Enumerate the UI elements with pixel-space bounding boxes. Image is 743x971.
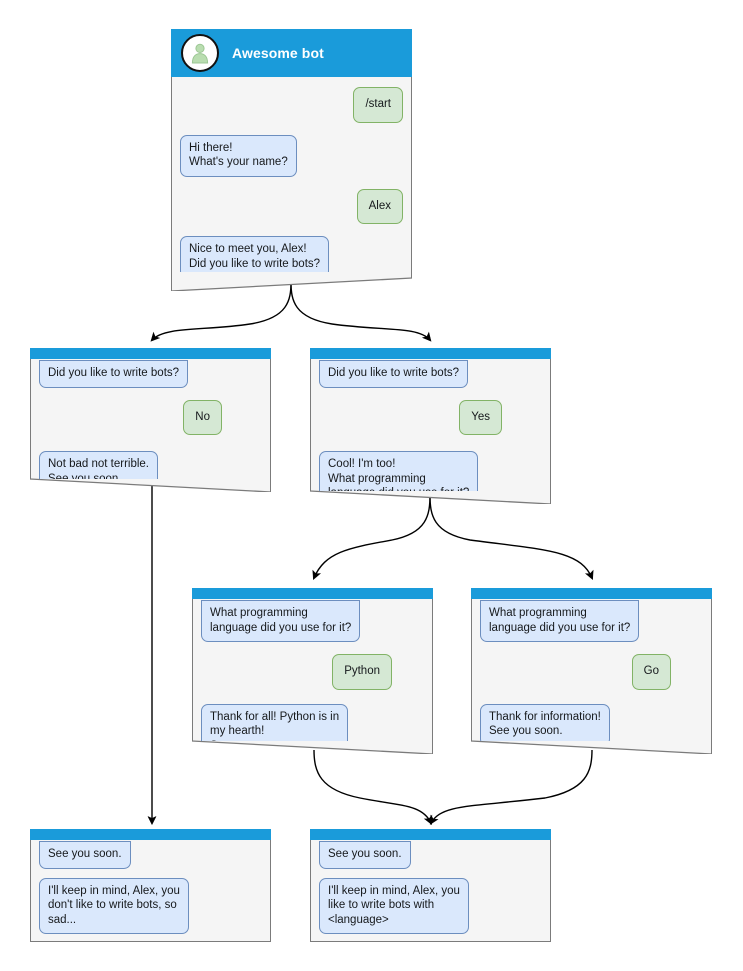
message-row: What programming language did you use fo… (201, 600, 424, 642)
node-end-happy-chat: See you soon. I'll keep in mind, Alex, y… (310, 840, 551, 934)
message-row: Thank for information! See you soon. (480, 703, 703, 741)
edge-yes-to-python (312, 494, 431, 581)
bot-message-bubble: Cool! I'm too! What programming language… (319, 451, 479, 491)
bot-message-bubble: Hi there! What's your name? (180, 134, 297, 177)
bot-message-bubble: Did you like to write bots? (319, 360, 469, 388)
message-row: /start (180, 87, 403, 123)
message-row: Hi there! What's your name? (180, 134, 403, 177)
person-avatar-icon (181, 34, 219, 72)
message-row: Cool! I'm too! What programming language… (319, 451, 542, 491)
user-message-bubble: No (183, 399, 222, 435)
node-go-branch-screen: What programming language did you use fo… (471, 588, 712, 741)
message-row: See you soon. (319, 841, 542, 869)
node-python-branch-chat: What programming language did you use fo… (192, 599, 433, 741)
bot-message-bubble: I'll keep in mind, Alex, you like to wri… (319, 877, 469, 934)
node-python-branch[interactable]: What programming language did you use fo… (192, 588, 433, 754)
node-root[interactable]: Awesome bot /start Hi there! What's your… (171, 29, 412, 291)
node-end-sad-chat: See you soon. I'll keep in mind, Alex, y… (30, 840, 271, 934)
node-end-happy-screen: See you soon. I'll keep in mind, Alex, y… (310, 829, 551, 941)
bot-message-bubble: Did you like to write bots? (39, 360, 189, 388)
node-no-branch[interactable]: Did you like to write bots? No Not bad n… (30, 348, 271, 492)
message-row: Nice to meet you, Alex! Did you like to … (180, 236, 403, 272)
edge-yes-to-go (429, 494, 594, 581)
node-no-branch-screen: Did you like to write bots? No Not bad n… (30, 348, 271, 479)
bot-message-bubble: Nice to meet you, Alex! Did you like to … (180, 236, 330, 272)
bot-message-bubble: What programming language did you use fo… (480, 600, 640, 642)
node-go-branch-header (471, 588, 712, 599)
message-row: No (39, 399, 262, 435)
node-end-sad-header (30, 829, 271, 840)
message-row: Yes (319, 399, 542, 435)
node-root-screen: Awesome bot /start Hi there! What's your… (171, 29, 412, 272)
user-message-bubble: Yes (459, 399, 502, 435)
message-row: I'll keep in mind, Alex, you like to wri… (319, 877, 542, 934)
bot-message-bubble: See you soon. (39, 841, 131, 869)
message-row: Not bad not terrible. See you soon. (39, 451, 262, 479)
message-row: Python (201, 654, 424, 690)
user-message-bubble: /start (353, 87, 403, 123)
node-yes-branch-screen: Did you like to write bots? Yes Cool! I'… (310, 348, 551, 491)
node-yes-branch-header (310, 348, 551, 359)
node-end-sad[interactable]: See you soon. I'll keep in mind, Alex, y… (30, 829, 271, 942)
node-yes-branch[interactable]: Did you like to write bots? Yes Cool! I'… (310, 348, 551, 504)
user-message-bubble: Python (332, 654, 392, 690)
node-no-branch-header (30, 348, 271, 359)
node-go-branch-chat: What programming language did you use fo… (471, 599, 712, 741)
node-root-chat: /start Hi there! What's your name? Alex … (171, 77, 412, 272)
node-end-sad-screen: See you soon. I'll keep in mind, Alex, y… (30, 829, 271, 941)
bot-message-bubble: Thank for all! Python is in my hearth! S… (201, 703, 349, 741)
message-row: Go (480, 654, 703, 690)
node-root-title: Awesome bot (232, 45, 324, 61)
node-python-branch-screen: What programming language did you use fo… (192, 588, 433, 741)
node-yes-branch-chat: Did you like to write bots? Yes Cool! I'… (310, 359, 551, 491)
message-row: Alex (180, 188, 403, 224)
message-row: Did you like to write bots? (319, 360, 542, 388)
message-row: What programming language did you use fo… (480, 600, 703, 642)
message-row: Did you like to write bots? (39, 360, 262, 388)
bot-message-bubble: Not bad not terrible. See you soon. (39, 451, 159, 479)
user-message-bubble: Alex (356, 188, 403, 224)
message-row: Thank for all! Python is in my hearth! S… (201, 703, 424, 741)
node-python-branch-header (192, 588, 433, 599)
bot-message-bubble: Thank for information! See you soon. (480, 703, 610, 741)
node-go-branch[interactable]: What programming language did you use fo… (471, 588, 712, 754)
bot-message-bubble: I'll keep in mind, Alex, you don't like … (39, 877, 189, 934)
node-no-branch-chat: Did you like to write bots? No Not bad n… (30, 359, 271, 479)
node-end-happy[interactable]: See you soon. I'll keep in mind, Alex, y… (310, 829, 551, 942)
edge-go-to-end-happy (429, 749, 593, 825)
edge-python-to-end-happy (313, 749, 433, 825)
node-root-header: Awesome bot (171, 29, 412, 77)
user-message-bubble: Go (631, 654, 671, 690)
bot-message-bubble: See you soon. (319, 841, 411, 869)
bot-message-bubble: What programming language did you use fo… (201, 600, 361, 642)
node-end-happy-header (310, 829, 551, 840)
message-row: See you soon. (39, 841, 262, 869)
message-row: I'll keep in mind, Alex, you don't like … (39, 877, 262, 934)
